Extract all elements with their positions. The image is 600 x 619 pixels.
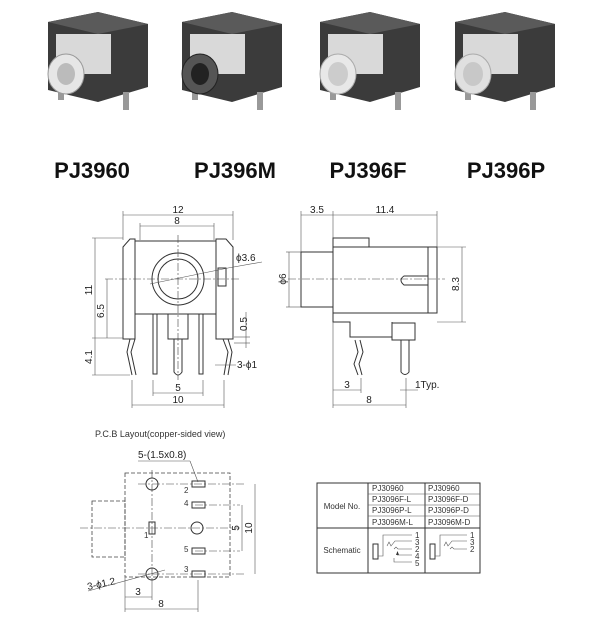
side-view-drawing: 3.5 11.4 ϕ6 8.3 3 8 1Typ.	[278, 205, 466, 408]
pcb-title: P.C.B Layout(copper-sided view)	[95, 429, 225, 439]
model-cell: PJ3096M-D	[428, 518, 470, 527]
dim-pin-pitch: 5	[175, 383, 181, 394]
pcb-dim-10: 10	[244, 522, 255, 534]
model-cell: PJ3096P-L	[372, 506, 412, 515]
dim-center-height: 6.5	[96, 304, 107, 318]
dim-pin-span: 8	[366, 395, 372, 406]
pin-label-4: 4	[184, 499, 189, 508]
product-photo-pj396m	[181, 12, 282, 110]
model-label: PJ396M	[194, 158, 276, 183]
dim-body-height: 8.3	[451, 277, 462, 291]
dim-pin-offset: 3	[344, 380, 350, 391]
schematic-pin: 5	[415, 559, 420, 568]
pin-label-3: 3	[184, 565, 189, 574]
dim-width-outer: 12	[172, 205, 184, 216]
model-cell: PJ3096P-D	[428, 506, 469, 515]
dim-width-inner: 8	[174, 216, 180, 227]
dim-pins: 3-ϕ1	[237, 360, 257, 371]
model-no-label: Model No.	[324, 502, 360, 511]
model-label: PJ396F	[329, 158, 406, 183]
model-label: PJ3960	[54, 158, 130, 183]
dim-hole-dia: ϕ3.6	[236, 253, 256, 264]
model-cell: PJ3096M-L	[372, 518, 413, 527]
schematic-pin: 1	[470, 531, 475, 540]
model-label: PJ396P	[467, 158, 545, 183]
model-cell: PJ30960	[372, 484, 404, 493]
dim-pin-length: 4.1	[84, 350, 95, 364]
schematic-pin: 4	[415, 552, 420, 561]
pin-label-2: 2	[184, 486, 189, 495]
schematic-label: Schematic	[323, 546, 360, 555]
front-view-drawing: 12 8 ϕ3.6 11 6.5 4.1 0.5 3-ϕ1 5 10	[84, 205, 263, 408]
model-cell: PJ3096F-L	[372, 495, 412, 504]
pcb-pad-spec: 5-(1.5x0.8)	[138, 450, 186, 461]
dim-pin-width: 1Typ.	[415, 380, 439, 391]
dim-barrel-length: 3.5	[310, 205, 324, 216]
pcb-dim-5: 5	[231, 525, 242, 531]
pcb-dim-8: 8	[158, 599, 164, 610]
schematic-pin: 2	[415, 545, 420, 554]
pcb-dim-3: 3	[135, 587, 141, 598]
pcb-layout-drawing: P.C.B Layout(copper-sided view) 5-(1.5x0…	[80, 429, 256, 612]
model-cell: PJ30960	[428, 484, 460, 493]
pin-label-1: 1	[144, 531, 149, 540]
schematic-3pin: 1 3 2	[429, 531, 475, 560]
dim-height: 11	[84, 284, 95, 295]
dim-body-length: 11.4	[376, 205, 395, 216]
dim-barrel-dia: ϕ6	[278, 273, 289, 285]
model-schematic-table: Model No. Schematic PJ30960 PJ3096F-L PJ…	[316, 482, 481, 574]
product-photo-pj396p	[454, 12, 555, 110]
product-photo-pj3960	[47, 12, 148, 110]
schematic-pin: 1	[415, 531, 420, 540]
schematic-5pin: 1 3 2 4 5	[372, 531, 420, 568]
product-photo-pj396f	[319, 12, 420, 110]
dim-pin-span: 10	[172, 395, 184, 406]
model-cell: PJ3096F-D	[428, 495, 469, 504]
pin-label-5: 5	[184, 545, 189, 554]
schematic-pin: 3	[415, 538, 420, 547]
dim-offset: 0.5	[239, 317, 250, 331]
schematic-pin: 3	[470, 538, 475, 547]
schematic-pin: 2	[470, 545, 475, 554]
